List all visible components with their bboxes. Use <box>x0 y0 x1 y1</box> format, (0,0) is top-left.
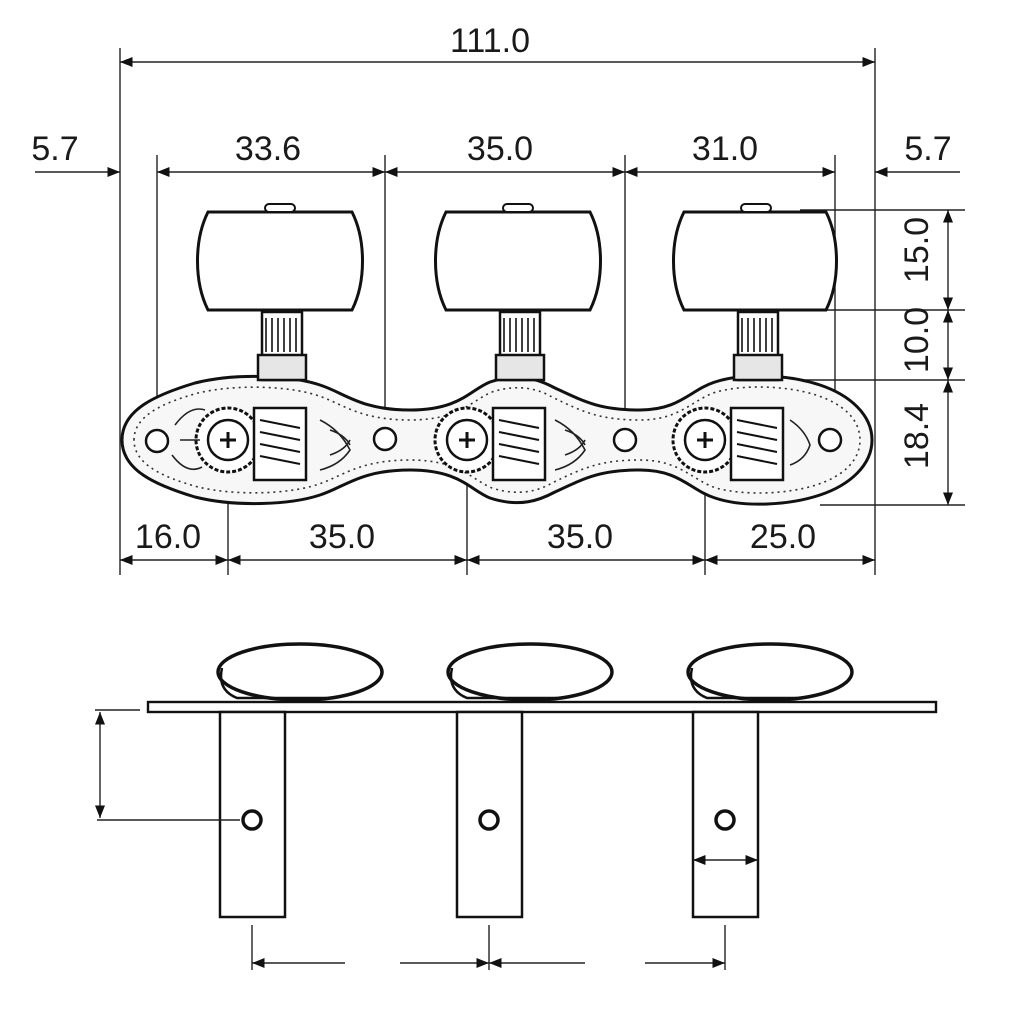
tuner-unit-2 <box>433 203 602 482</box>
screw-hole <box>372 426 398 452</box>
screw-cross-icon <box>459 432 475 448</box>
dim-hole-spacing-1: 16.0 <box>135 518 201 556</box>
side-plate <box>146 700 938 714</box>
dim-overall-width: 111.0 <box>450 22 530 60</box>
dim-hole-spacing-4: 25.0 <box>750 518 816 556</box>
tuner-button <box>196 210 364 312</box>
roller <box>218 710 287 919</box>
dim-hole-spacing-2: 35.0 <box>309 518 375 556</box>
tuner-button <box>686 642 854 702</box>
screw-hole <box>144 428 170 454</box>
side-rollers <box>218 710 760 919</box>
tuner-button <box>216 642 384 702</box>
tuner-button <box>446 642 614 702</box>
tuner-button <box>672 210 838 312</box>
dimension-lines <box>35 56 960 566</box>
screw-holes <box>144 426 843 454</box>
screw-hole <box>612 427 638 453</box>
dim-post-spacing-1: 33.6 <box>235 130 301 168</box>
tuner-button <box>434 210 602 312</box>
dim-plate-height: 18.4 <box>898 403 936 469</box>
side-view <box>94 642 938 970</box>
tuner-unit-3 <box>671 203 838 482</box>
roller <box>691 710 760 919</box>
dim-post-spacing-2: 35.0 <box>467 130 533 168</box>
string-hole <box>478 809 500 831</box>
leaf-engravings <box>171 408 811 471</box>
dim-shaft-height: 10.0 <box>898 307 936 373</box>
screw-cross-icon <box>697 432 713 448</box>
tuner-unit-1 <box>194 203 364 482</box>
screw-cross-icon <box>220 432 236 448</box>
dim-right-margin: 5.7 <box>904 130 951 168</box>
string-hole <box>241 809 263 831</box>
side-buttons <box>216 642 854 702</box>
string-hole <box>714 809 736 831</box>
dim-post-spacing-3: 31.0 <box>692 130 758 168</box>
side-dimension-lines <box>94 709 758 970</box>
dim-hole-spacing-3: 35.0 <box>547 518 613 556</box>
dim-button-height: 15.0 <box>898 217 936 283</box>
screw-hole <box>817 427 843 453</box>
top-view: 111.0 5.7 33.6 35.0 31.0 5.7 15.0 10.0 1… <box>31 22 965 575</box>
dim-left-margin: 5.7 <box>31 130 78 168</box>
